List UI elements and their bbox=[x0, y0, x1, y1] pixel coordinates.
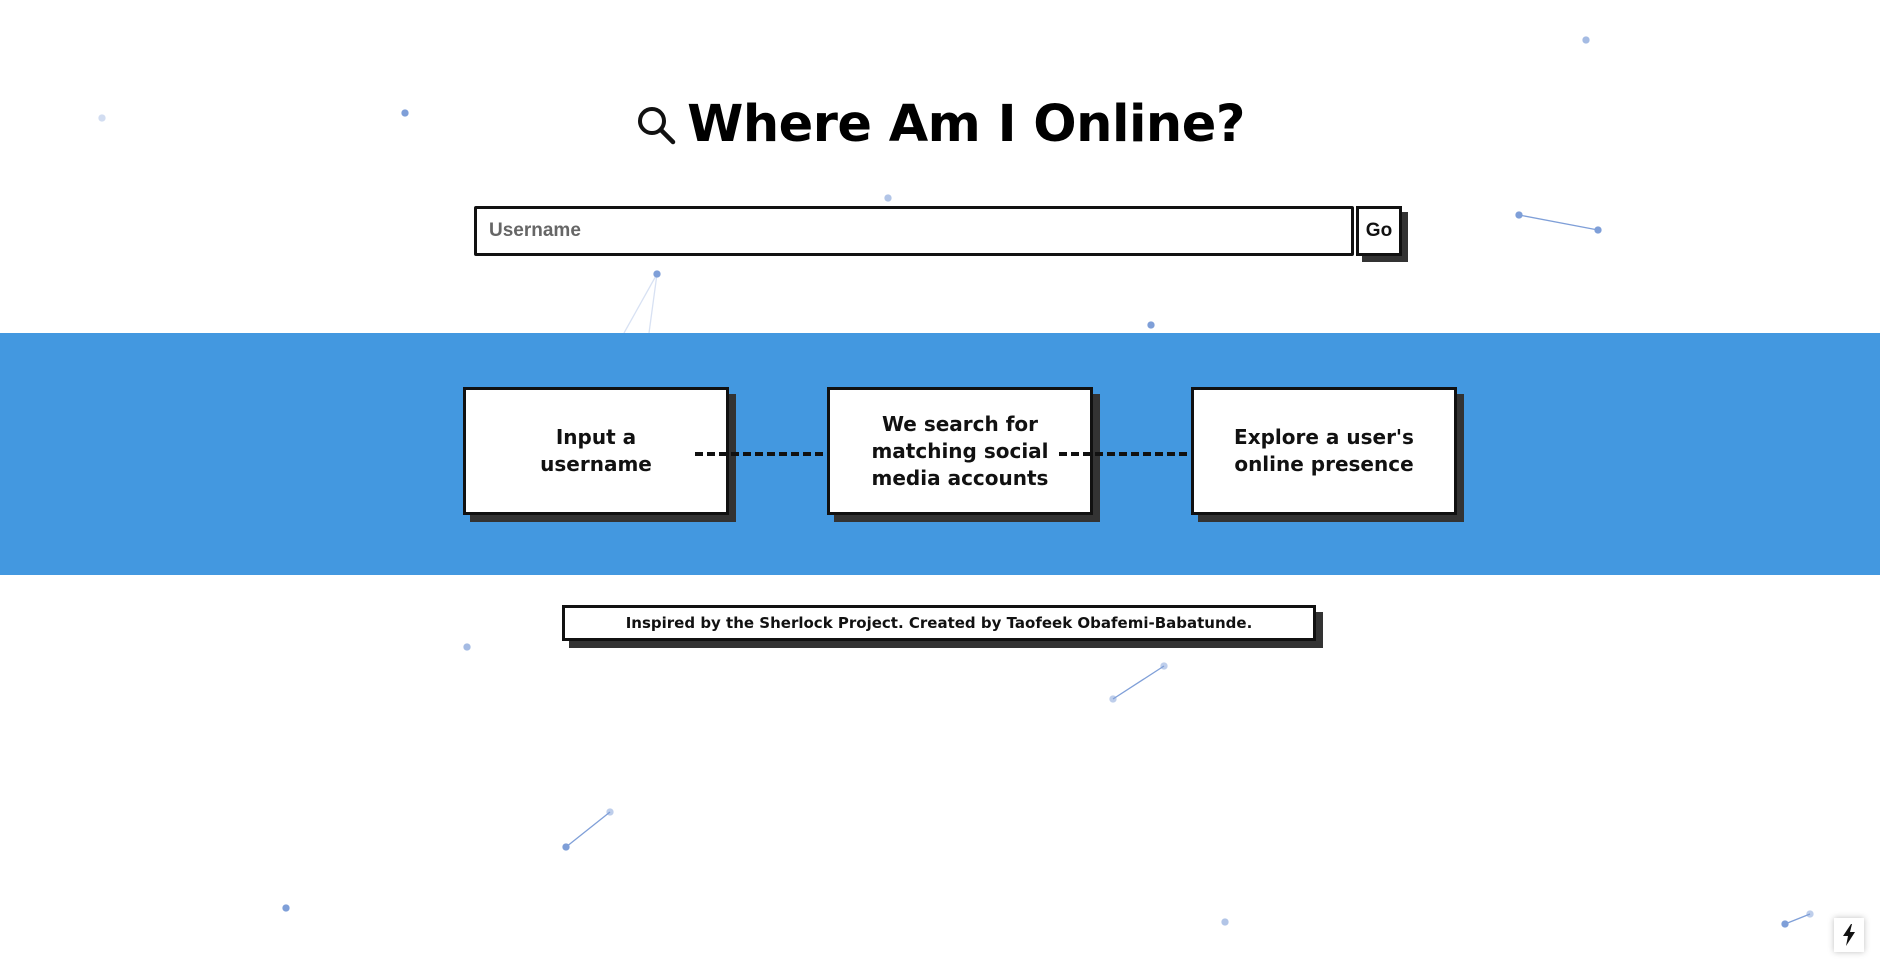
title-group: Where Am I Online? bbox=[635, 95, 1245, 154]
particle-link bbox=[1518, 214, 1599, 231]
particle bbox=[282, 904, 290, 912]
particle-link bbox=[565, 811, 611, 848]
page-title: Where Am I Online? bbox=[687, 95, 1245, 154]
particle bbox=[1160, 662, 1168, 670]
particle bbox=[1806, 910, 1814, 918]
particle bbox=[884, 194, 892, 202]
particle bbox=[1594, 226, 1602, 234]
particle-link bbox=[623, 273, 658, 334]
particle bbox=[1221, 918, 1229, 926]
step-label: We search for matching social media acco… bbox=[871, 411, 1049, 490]
particle-link bbox=[1112, 665, 1165, 700]
particle bbox=[1109, 695, 1117, 703]
step-connector bbox=[1059, 452, 1187, 456]
step-connector bbox=[695, 452, 823, 456]
particle bbox=[562, 843, 570, 851]
username-input[interactable] bbox=[474, 206, 1354, 256]
particle-link bbox=[648, 273, 658, 334]
particle bbox=[653, 270, 661, 278]
lightning-bolt-icon bbox=[1843, 924, 1855, 946]
particle bbox=[1582, 36, 1590, 44]
header: Where Am I Online? bbox=[0, 95, 1880, 154]
search-bar: Go bbox=[474, 206, 1402, 256]
particle bbox=[606, 808, 614, 816]
particle bbox=[1515, 211, 1523, 219]
step-card-explore: Explore a user's online presence bbox=[1191, 387, 1457, 515]
step-label: Input a username bbox=[540, 425, 652, 476]
particle-link bbox=[1784, 913, 1811, 925]
floating-action-button[interactable] bbox=[1834, 918, 1864, 952]
steps-band: Input a username We search for matching … bbox=[0, 333, 1880, 575]
particle bbox=[1781, 920, 1789, 928]
step-card-input: Input a username bbox=[463, 387, 729, 515]
step-card-search: We search for matching social media acco… bbox=[827, 387, 1093, 515]
particle bbox=[1147, 321, 1155, 329]
go-button[interactable]: Go bbox=[1356, 206, 1402, 256]
footer-credit: Inspired by the Sherlock Project. Create… bbox=[562, 605, 1316, 641]
particle bbox=[463, 643, 471, 651]
step-label: Explore a user's online presence bbox=[1234, 425, 1414, 476]
search-icon bbox=[638, 106, 676, 144]
